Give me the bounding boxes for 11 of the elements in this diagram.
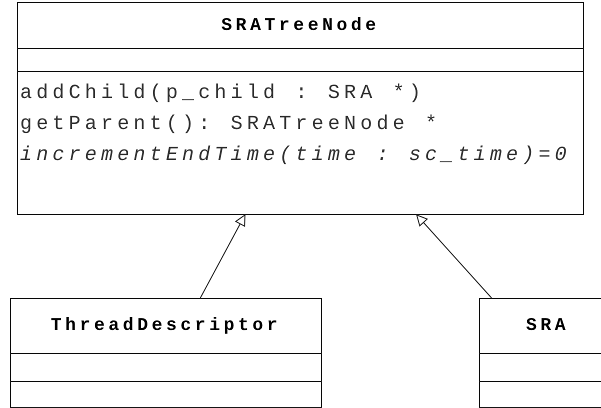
class-name: SRATreeNode [221, 16, 380, 36]
method-signature: getParent(): SRATreeNode * [20, 112, 442, 138]
method-signature: incrementEndTime(time : sc_time)=0 [20, 143, 571, 169]
class-box [17, 2, 584, 215]
class-box [10, 298, 322, 408]
method-signature: addChild(p_child : SRA *) [20, 81, 426, 107]
inheritance-arrow [200, 214, 246, 298]
class-name: SRA [526, 316, 570, 336]
class-box [479, 298, 601, 408]
inheritance-arrow [416, 214, 492, 298]
class-name: ThreadDescriptor [50, 316, 282, 336]
